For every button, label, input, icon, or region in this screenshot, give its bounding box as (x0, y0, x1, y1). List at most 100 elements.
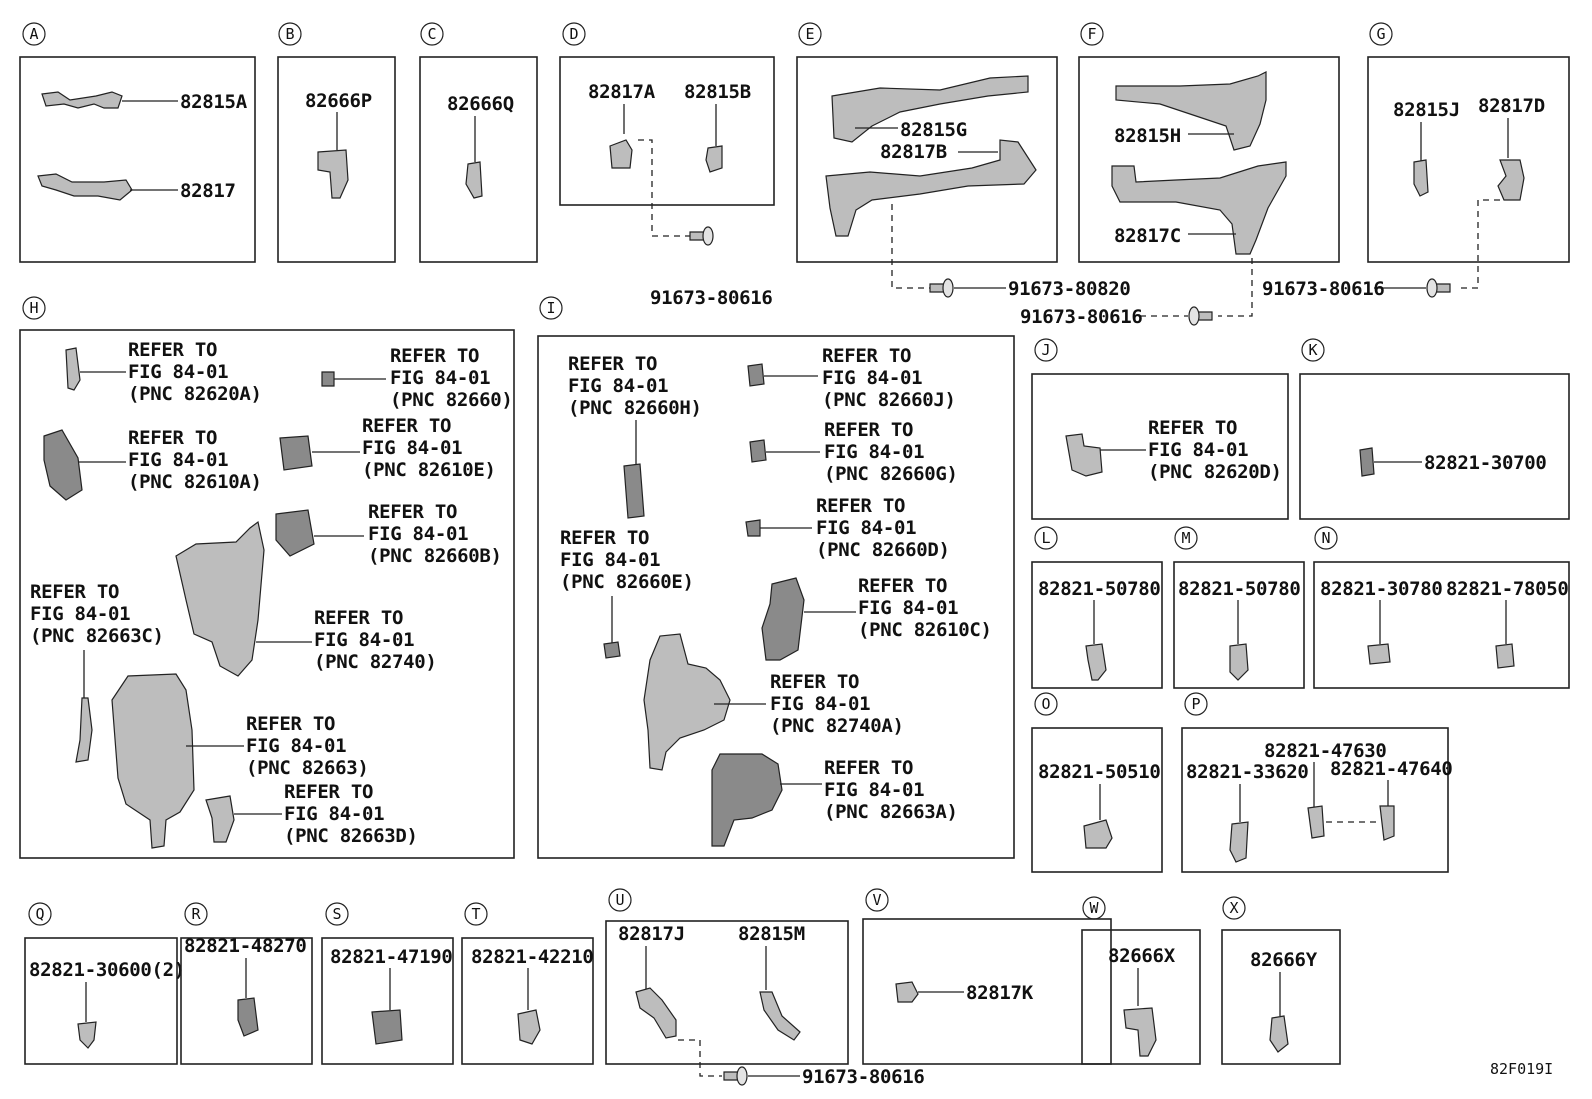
bolt-label-g: 91673-80616 (1262, 278, 1385, 300)
svg-text:FIG 84-01: FIG 84-01 (822, 367, 922, 389)
svg-text:REFER TO: REFER TO (560, 527, 649, 549)
svg-text:REFER TO: REFER TO (858, 575, 947, 597)
svg-text:FIG 84-01: FIG 84-01 (368, 523, 468, 545)
svg-text:REFER TO: REFER TO (568, 353, 657, 375)
section-c-letter: C (427, 25, 436, 43)
svg-text:REFER TO: REFER TO (1148, 417, 1237, 439)
part-82815a-drawing (41, 91, 123, 109)
bolt-e-drawing (929, 283, 945, 293)
section-h-letter: H (29, 299, 38, 317)
section-d: D 82817A 82815B 91673-80616 (559, 22, 775, 309)
section-j-letter: J (1041, 341, 1050, 359)
part-label-82821-47640: 82821-47640 (1330, 758, 1453, 780)
ref-82740: REFER TO FIG 84-01 (PNC 82740) (314, 607, 437, 673)
svg-text:(PNC 82660J): (PNC 82660J) (822, 389, 956, 411)
part-label-82817a: 82817A (588, 81, 656, 103)
svg-text:(PNC 82663C): (PNC 82663C) (30, 625, 164, 647)
section-t: T 82821-42210 (461, 902, 594, 1065)
section-w-letter: W (1089, 899, 1099, 917)
bolt-f-drawing (1197, 311, 1213, 321)
ref-82740a: REFER TO FIG 84-01 (PNC 82740A) (770, 671, 904, 737)
part-82666q-drawing (465, 161, 483, 199)
svg-text:(PNC 82660H): (PNC 82660H) (568, 397, 702, 419)
section-k-letter: K (1308, 341, 1317, 359)
part-label-82821-50510: 82821-50510 (1038, 761, 1161, 783)
section-x: X 82666Y (1221, 896, 1341, 1065)
svg-text:FIG 84-01: FIG 84-01 (284, 803, 384, 825)
svg-text:(PNC 82660): (PNC 82660) (390, 389, 513, 411)
part-82817c-drawing (1111, 161, 1287, 255)
svg-text:(PNC 82610A): (PNC 82610A) (128, 471, 262, 493)
section-u-letter: U (615, 891, 624, 909)
part-label-82817b: 82817B (880, 141, 947, 163)
svg-text:FIG 84-01: FIG 84-01 (314, 629, 414, 651)
section-r-letter: R (191, 905, 201, 923)
ref-82620d: REFER TO FIG 84-01 (PNC 82620D) (1148, 417, 1282, 483)
part-label-82821-30780: 82821-30780 (1320, 578, 1443, 600)
svg-text:REFER TO: REFER TO (390, 345, 479, 367)
section-d-letter: D (569, 25, 578, 43)
section-s: S 82821-47190 (321, 902, 454, 1065)
ref-82610a: REFER TO FIG 84-01 (PNC 82610A) (128, 427, 262, 493)
part-label-82666q: 82666Q (447, 93, 514, 115)
part-82815h-drawing (1115, 71, 1267, 151)
section-f: F 82815H 82817C 91673-80616 (1020, 22, 1340, 328)
svg-text:REFER TO: REFER TO (284, 781, 373, 803)
ref-82663c: REFER TO FIG 84-01 (PNC 82663C) (30, 581, 164, 647)
bolt-label-f: 91673-80616 (1020, 306, 1143, 328)
part-82817a-drawing (609, 139, 633, 169)
svg-text:FIG 84-01: FIG 84-01 (770, 693, 870, 715)
section-e: E 82815G 82817B 91673-80820 (796, 22, 1131, 300)
svg-text:REFER TO: REFER TO (128, 427, 217, 449)
ref-82660: REFER TO FIG 84-01 (PNC 82660) (390, 345, 513, 411)
svg-text:REFER TO: REFER TO (824, 419, 913, 441)
svg-text:FIG 84-01: FIG 84-01 (568, 375, 668, 397)
part-label-82821-48270: 82821-48270 (184, 935, 307, 957)
part-label-82817c: 82817C (1114, 225, 1181, 247)
part-82815j-drawing (1413, 159, 1429, 197)
ref-82663a: REFER TO FIG 84-01 (PNC 82663A) (824, 757, 958, 823)
section-l: L 82821-50780 (1031, 526, 1163, 689)
part-label-82815j: 82815J (1393, 99, 1460, 121)
svg-text:REFER TO: REFER TO (822, 345, 911, 367)
section-g-letter: G (1376, 25, 1385, 43)
svg-text:(PNC 82660E): (PNC 82660E) (560, 571, 694, 593)
section-w: W 82666X (1081, 896, 1201, 1065)
ref-82660j: REFER TO FIG 84-01 (PNC 82660J) (822, 345, 956, 411)
section-f-letter: F (1087, 25, 1096, 43)
section-p-letter: P (1191, 695, 1200, 713)
section-q: Q 82821-30600(2) (24, 902, 185, 1065)
bolt-label-u: 91673-80616 (802, 1066, 925, 1088)
svg-text:(PNC 82663A): (PNC 82663A) (824, 801, 958, 823)
section-i-letter: I (546, 299, 555, 317)
svg-text:REFER TO: REFER TO (770, 671, 859, 693)
svg-text:(PNC 82610E): (PNC 82610E) (362, 459, 496, 481)
part-label-82821-47190: 82821-47190 (330, 946, 453, 968)
part-82666p-drawing (317, 149, 349, 199)
svg-text:FIG 84-01: FIG 84-01 (858, 597, 958, 619)
part-label-82817: 82817 (180, 180, 236, 202)
svg-text:(PNC 82663): (PNC 82663) (246, 757, 369, 779)
ref-82663d: REFER TO FIG 84-01 (PNC 82663D) (284, 781, 418, 847)
svg-text:FIG 84-01: FIG 84-01 (560, 549, 660, 571)
section-v: V 82817K (862, 888, 1112, 1065)
svg-text:REFER TO: REFER TO (824, 757, 913, 779)
svg-text:(PNC 82620D): (PNC 82620D) (1148, 461, 1282, 483)
part-82817-drawing (37, 173, 133, 201)
section-i: I REFER TO FIG 84-01 (PNC 82660H) REFER … (537, 296, 1015, 859)
section-m-letter: M (1181, 529, 1190, 547)
svg-text:(PNC 82660G): (PNC 82660G) (824, 463, 958, 485)
ref-82610c: REFER TO FIG 84-01 (PNC 82610C) (858, 575, 992, 641)
section-e-letter: E (805, 25, 814, 43)
svg-text:REFER TO: REFER TO (368, 501, 457, 523)
section-m: M 82821-50780 (1173, 526, 1305, 689)
part-label-82821-33620: 82821-33620 (1186, 761, 1309, 783)
section-b: B 82666P (277, 22, 396, 263)
svg-text:FIG 84-01: FIG 84-01 (1148, 439, 1248, 461)
part-label-82815h-text: 82815H (1114, 125, 1181, 147)
part-label-82817j: 82817J (618, 923, 685, 945)
svg-text:(PNC 82740A): (PNC 82740A) (770, 715, 904, 737)
part-82817d-drawing (1497, 159, 1525, 201)
part-label-82815b: 82815B (684, 81, 751, 103)
part-label-82821-30700: 82821-30700 (1424, 452, 1547, 474)
